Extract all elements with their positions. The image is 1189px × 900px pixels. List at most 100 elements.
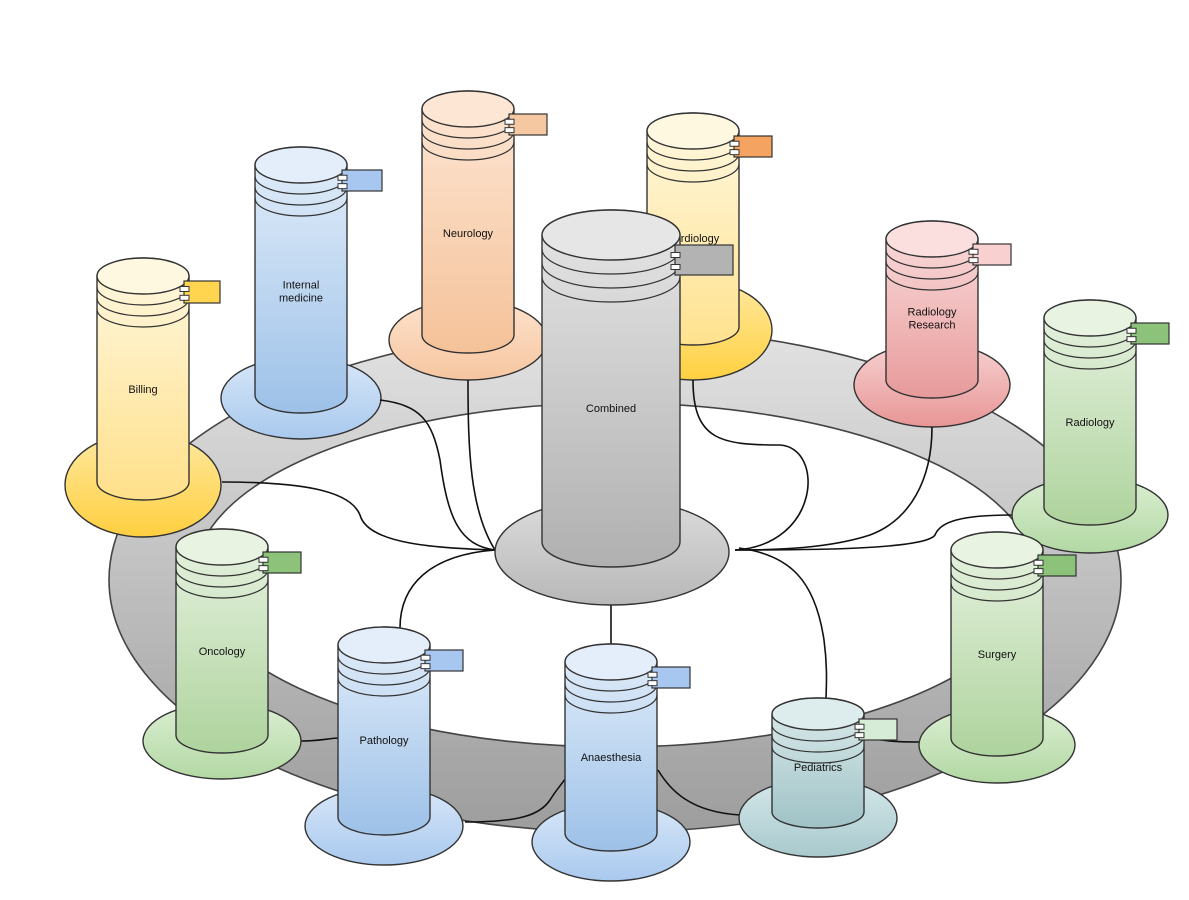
anaesthesia-label: Anaesthesia [581,752,642,764]
combined-cylinder-top [541,209,681,261]
pathology-label: Pathology [360,735,409,747]
connection-billing-to-combined [221,481,496,551]
database-pathology[interactable]: Pathology [304,626,464,866]
internal-medicine-component-tag [341,169,383,192]
neurology-cylinder [421,90,515,354]
connection-internal-medicine-to-combined [379,399,496,551]
connector-pin-icon [647,671,658,678]
connector-pin-icon [854,723,865,730]
radiology-research-band [885,271,979,291]
connection-pediatrics-to-combined [738,547,828,701]
connector-pin-icon [647,680,658,687]
connector-pin-icon [1126,327,1137,334]
database-anaesthesia[interactable]: Anaesthesia [531,643,691,882]
connector-pin-icon [504,127,515,134]
billing-label: Billing [128,384,157,396]
database-combined[interactable]: Combined [494,209,734,606]
cardiology-band [646,152,740,172]
oncology-cylinder-top [175,528,269,566]
connector-pin-icon [968,257,979,264]
connection-cardiology-to-combined [692,379,809,551]
radiology-band [1043,339,1137,359]
billing-cylinder-top [96,257,190,295]
combined-band [541,248,681,275]
combined-band [541,276,681,303]
internal-medicine-band [254,197,348,217]
neurology-band [421,141,515,161]
pediatrics-band [771,735,865,753]
cardiology-cylinder-top [646,112,740,150]
pathology-component-tag [424,649,464,672]
connector-pin-icon [420,654,431,661]
connector-pin-icon [854,732,865,739]
connector-pin-icon [670,252,681,258]
database-surgery[interactable]: Surgery [918,531,1077,784]
connector-pin-icon [179,294,190,301]
connector-pin-icon [337,174,348,181]
surgery-band [950,582,1044,602]
surgery-cylinder-top [950,531,1044,569]
radiology-research-band [885,260,979,280]
connector-pin-icon [258,565,269,572]
connector-pin-icon [179,286,190,292]
connection-radiology-to-combined [734,514,1013,551]
oncology-component-tag [262,551,302,574]
billing-band [96,308,190,328]
radiology-label: Radiology [1066,417,1115,429]
pathology-cylinder-top [337,626,431,664]
radiology-band [1043,350,1137,370]
pathology-anaesthesia-link [464,774,569,823]
pathology-band [337,677,431,697]
anaesthesia-band [564,683,658,703]
pediatrics-label: Pediatrics [794,762,843,774]
surgery-component-tag [1037,554,1077,577]
radiology-research-cylinder-top [885,220,979,258]
surgery-label: Surgery [978,649,1017,661]
cardiology-band [646,163,740,183]
connections [221,379,1013,823]
connector-pin-icon [1126,336,1137,343]
radiology-component-tag [1130,322,1170,345]
cardiology-component-tag [733,135,773,158]
database-billing[interactable]: Billing [64,257,222,538]
internal-medicine-cylinder-top [254,146,348,184]
oncology-band [175,568,269,588]
radiology-cylinder-top [1043,299,1137,337]
database-pediatrics[interactable]: Pediatrics [738,697,898,858]
pediatrics-cylinder-top [771,697,865,731]
oncology-band [175,579,269,599]
database-neurology[interactable]: Neurology [388,90,548,381]
connector-pin-icon [420,663,431,670]
neurology-cylinder-top [421,90,515,128]
connector-pin-icon [337,183,348,190]
surgery-band [950,571,1044,591]
combined-cylinder [541,209,681,568]
connector-pin-icon [504,118,515,125]
connector-pin-icon [729,149,740,156]
anaesthesia-cylinder-top [564,643,658,681]
connector-pin-icon [968,248,979,255]
anaesthesia-component-tag [651,666,691,689]
connection-pathology-to-combined [399,549,496,629]
anaesthesia-pediatrics-link [657,769,741,816]
database-oncology[interactable]: Oncology [142,528,302,780]
database-radiology[interactable]: Radiology [1011,299,1170,554]
radiology-research-component-tag [972,243,1012,266]
connector-pin-icon [729,140,740,147]
connector-pin-icon [670,264,681,270]
oncology-label: Oncology [199,646,246,658]
pediatrics-band [771,746,865,764]
combined-component-tag [674,244,734,276]
anaesthesia-band [564,694,658,714]
neurology-band [421,130,515,150]
combined-label: Combined [586,403,636,415]
connection-neurology-to-combined [467,379,496,551]
connector-pin-icon [258,556,269,563]
internal-medicine-band [254,186,348,206]
